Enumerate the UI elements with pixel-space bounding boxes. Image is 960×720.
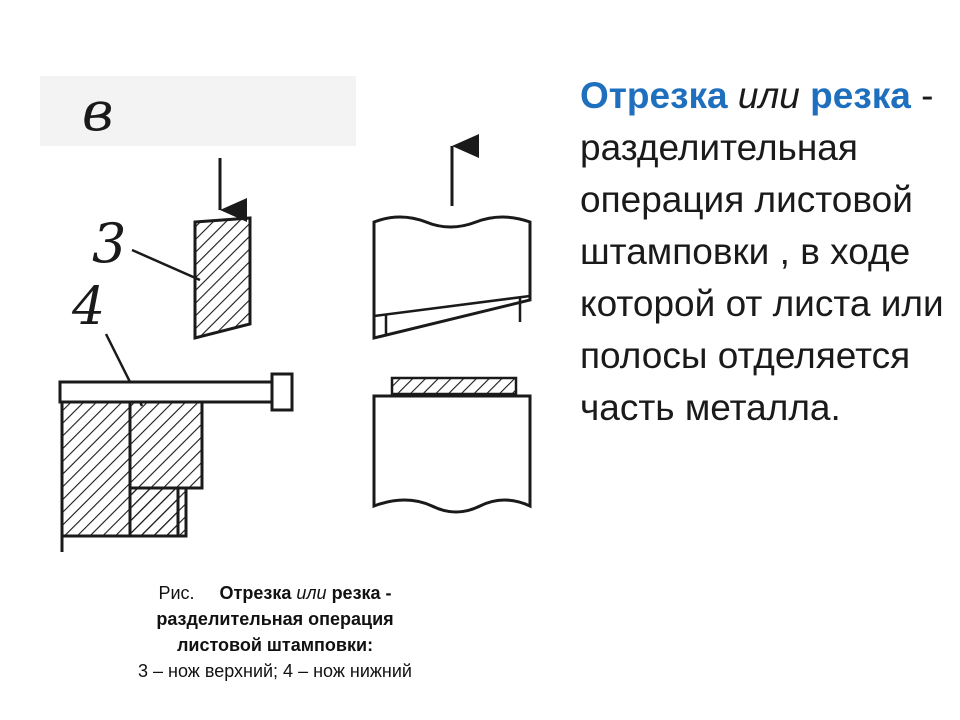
definition-dash: - bbox=[921, 75, 934, 116]
caption-prefix: Рис. bbox=[158, 583, 195, 603]
caption-legend: 3 – нож верхний; 4 – нож нижний bbox=[138, 661, 412, 681]
caption-term-2: резка - bbox=[331, 583, 392, 603]
caption-line-2: разделительная операция bbox=[156, 609, 394, 629]
term-otrezka: Отрезка bbox=[580, 75, 728, 116]
caption-line-1: Рис. Отрезка или резка - bbox=[60, 580, 490, 606]
definition-text: Отрезка или резка - разделительная опера… bbox=[580, 70, 950, 434]
lower-die-raised-view bbox=[372, 394, 532, 514]
sheet-metal-strip bbox=[58, 380, 276, 404]
term-rezka: резка bbox=[810, 75, 911, 116]
caption-word-or: или bbox=[296, 583, 327, 603]
label-upper-knife: 3 bbox=[92, 212, 126, 275]
caption-term-1: Отрезка bbox=[219, 583, 292, 603]
upper-knife-raised bbox=[372, 215, 532, 340]
die-block-right bbox=[128, 486, 188, 538]
label-lower-knife: 4 bbox=[71, 277, 105, 337]
cut-off-piece bbox=[390, 376, 518, 396]
upper-knife bbox=[193, 216, 252, 340]
lower-knife bbox=[128, 400, 204, 490]
upper-knife-edge-line bbox=[373, 294, 531, 318]
definition-body: разделительная операция листовой штампов… bbox=[580, 127, 944, 428]
scan-background bbox=[40, 76, 356, 146]
figure-caption: Рис. Отрезка или резка - разделительная … bbox=[60, 580, 490, 684]
caption-line-3: листовой штамповки: bbox=[176, 635, 374, 655]
corner-letter: в bbox=[82, 80, 113, 143]
sheet-stop bbox=[270, 372, 294, 412]
word-ili: или bbox=[737, 75, 800, 116]
cutting-operation-diagram: в 3 4 bbox=[40, 76, 532, 552]
leader-line-upper bbox=[131, 248, 201, 282]
